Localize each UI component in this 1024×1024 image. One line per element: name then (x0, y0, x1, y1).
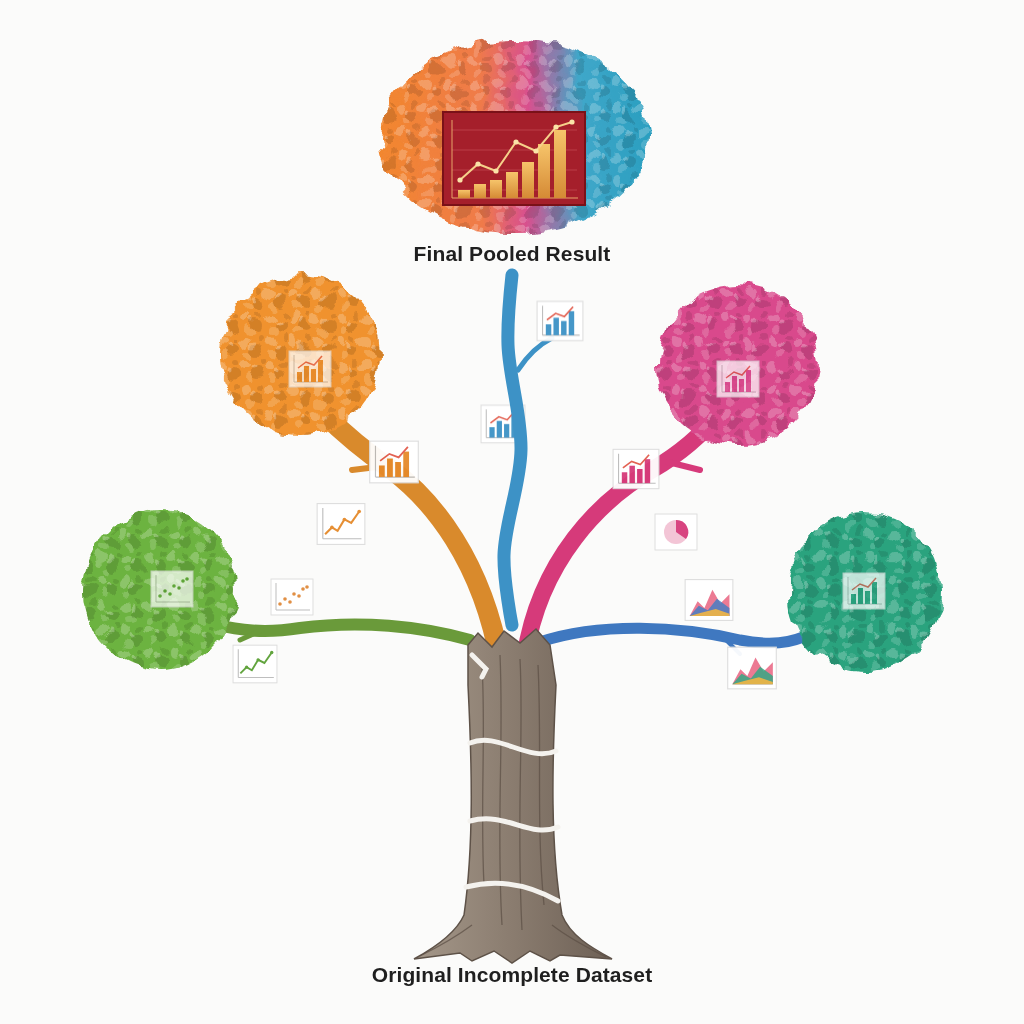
chart-axis (452, 120, 578, 198)
chart-icon (271, 579, 313, 615)
crown-fill (380, 40, 648, 234)
chart-icon (151, 571, 193, 607)
chart-icon (613, 449, 659, 488)
bark-line (552, 925, 606, 957)
chart-dot (475, 161, 480, 166)
bark-crack (470, 740, 556, 753)
bark-crack (470, 819, 558, 830)
crown-leaves (380, 40, 648, 234)
bark-crack (472, 655, 486, 677)
bark-line (482, 665, 484, 885)
node-label: Original Incomplete Dataset (352, 963, 672, 987)
teal-crown (789, 512, 941, 672)
chart-dot (553, 124, 558, 129)
chart-icon (289, 351, 331, 387)
chart-icon (370, 441, 419, 483)
blue-branch (540, 628, 824, 643)
chart-bar (538, 144, 550, 198)
chart-bar (474, 184, 486, 198)
chart-icon (317, 504, 365, 545)
bark-line (420, 925, 472, 956)
chart-icon (843, 573, 885, 609)
chart-bar (490, 180, 502, 198)
node-label: Final Pooled Result (372, 242, 652, 266)
chart-icon (537, 301, 583, 340)
chart-icon (685, 580, 733, 621)
top-twig (518, 338, 552, 370)
bark-line (520, 659, 522, 930)
bark-crack (466, 883, 558, 901)
result-chart (443, 112, 585, 205)
chart-bar (522, 162, 534, 198)
chart-bar (506, 172, 518, 198)
green-crown (84, 510, 236, 670)
green-branch (212, 624, 470, 640)
chart-icon (728, 647, 777, 689)
chart-icon (655, 514, 697, 550)
branch-connector (504, 275, 521, 625)
green-twig (240, 630, 262, 640)
pink-twig (668, 462, 700, 470)
chart-dot (533, 148, 538, 153)
node-shape (352, 625, 672, 1000)
chart-dot (569, 119, 574, 124)
crown-node: Final Pooled Result (372, 30, 652, 275)
bark-line (538, 665, 544, 905)
chart-dot (493, 168, 498, 173)
crown-foliage (380, 40, 648, 234)
chart-icon (233, 645, 277, 683)
chart-bar (458, 190, 470, 198)
tree-trunk (414, 629, 612, 963)
trunk-body (414, 629, 612, 963)
side-crowns (84, 275, 941, 672)
chart-dot (457, 177, 462, 182)
orange-crown (220, 275, 380, 435)
pink-crown (658, 285, 818, 445)
chart-icon (717, 361, 759, 397)
chart-frame (443, 112, 585, 205)
chart-dot (513, 139, 518, 144)
chart-bar (554, 130, 566, 198)
chart-line (460, 122, 572, 180)
trunk-node: Original Incomplete Dataset (352, 625, 672, 1000)
node-shape (372, 30, 652, 275)
